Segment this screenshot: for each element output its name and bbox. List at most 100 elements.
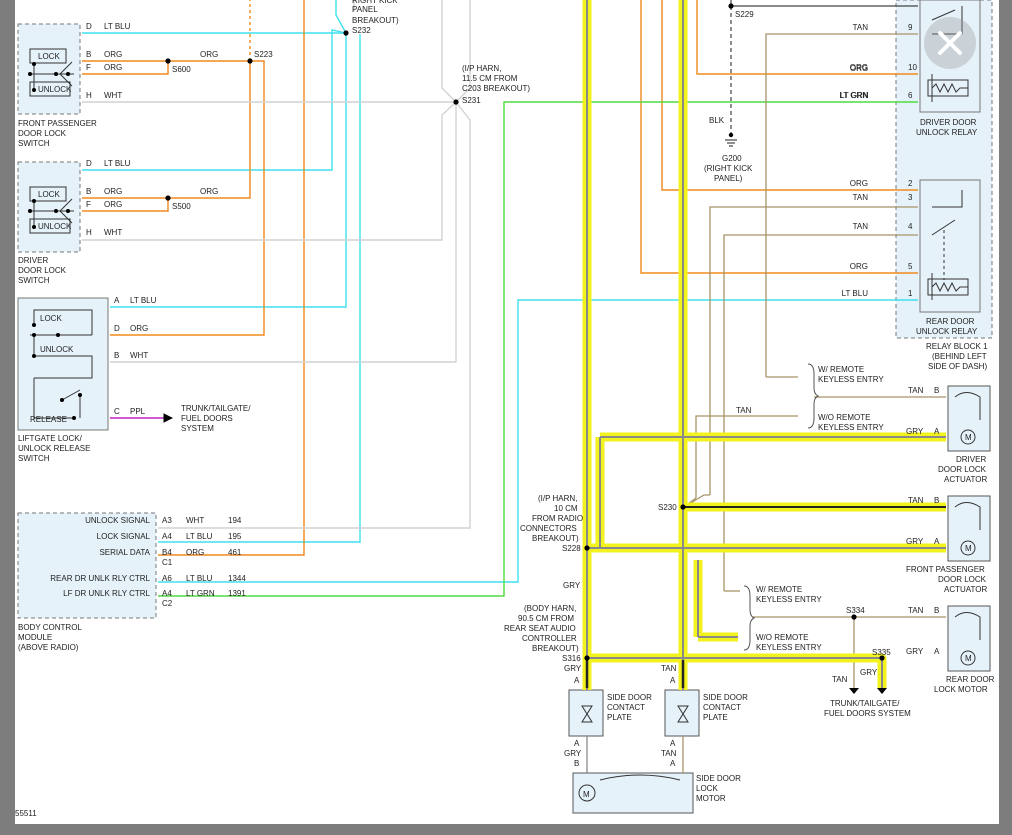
component-name: UNLOCK RELEASE [18, 444, 90, 453]
wire-color-label: TAN [908, 606, 924, 615]
wire-color-label: ORG [104, 50, 122, 59]
harness-note: RIGHT KICK [352, 0, 398, 5]
pin-label: A [670, 676, 676, 685]
pin-label: B [934, 606, 939, 615]
motor-label: M [583, 790, 590, 799]
pin-label: H [86, 91, 92, 100]
relay-pin-label: 5 [908, 262, 913, 271]
wire-color-label: TAN [736, 406, 752, 415]
bcm-pin-label: B4 [162, 548, 172, 557]
actuator-internals [578, 392, 981, 802]
splice-label: S230 [658, 503, 677, 512]
option-label: W/O REMOTE [756, 633, 808, 642]
wire-color-label: TAN [853, 193, 869, 202]
harness-note: 10 CM [554, 504, 578, 513]
pin-label: A [574, 676, 580, 685]
destination-label: FUEL DOORS SYSTEM [824, 709, 911, 718]
relay-pin-label: 2 [908, 179, 913, 188]
wire-color-label: GRY [563, 581, 581, 590]
wire-color-label: ORG [850, 64, 868, 73]
component-name: MOTOR [696, 794, 726, 803]
wire-color-label: WHT [186, 516, 204, 525]
wire-color-label: LT GRN [186, 589, 215, 598]
wires-blk [725, 0, 918, 147]
component-name: UNLOCK RELAY [916, 327, 978, 336]
splice-label: S223 [254, 50, 273, 59]
pin-label: B [934, 496, 939, 505]
relay-pin-label: 4 [908, 222, 913, 231]
switch-unlock-label: UNLOCK [38, 85, 72, 94]
rear-relay-box [919, 179, 981, 313]
splice-label: S231 [462, 96, 481, 105]
component-name: ACTUATOR [944, 585, 987, 594]
component-name: DOOR LOCK [18, 129, 67, 138]
wire-color-label: ORG [200, 50, 218, 59]
option-label: KEYLESS ENTRY [818, 423, 884, 432]
harness-note: CONNECTORS [520, 524, 577, 533]
component-boxes [17, 0, 993, 619]
pin-label: B [86, 187, 91, 196]
pin-label: A [670, 759, 676, 768]
switch-lock-label: LOCK [38, 190, 60, 199]
component-name: (ABOVE RADIO) [18, 643, 79, 652]
wire-color-label: TAN [908, 386, 924, 395]
bcm-signal-label: SERIAL DATA [99, 548, 150, 557]
destination-label: TRUNK/TAILGATE/ [830, 699, 900, 708]
splice-label: S335 [872, 648, 891, 657]
switch-lock-label: LOCK [40, 314, 62, 323]
switch-release-label: RELEASE [30, 415, 67, 424]
wire-color-label: WHT [130, 351, 148, 360]
component-name: CONTACT [607, 703, 645, 712]
wire-color-label: LT BLU [186, 574, 213, 583]
wires-org [82, 0, 918, 556]
wire-color-label: GRY [906, 427, 924, 436]
component-name: LIFTGATE LOCK/ [18, 434, 83, 443]
pin-label: D [86, 22, 92, 31]
splice-label: S228 [562, 544, 581, 553]
pin-label: F [86, 63, 91, 72]
switch-contact-dots [28, 62, 82, 420]
component-name: REAR DOOR [946, 675, 995, 684]
component-name: DOOR LOCK [18, 266, 67, 275]
harness-note: CONTROLLER [522, 634, 577, 643]
wire-color-label: ORG [104, 187, 122, 196]
ground-label: G200 [722, 154, 742, 163]
bcm-pin-label: A6 [162, 574, 172, 583]
switch-unlock-label: UNLOCK [38, 222, 72, 231]
splice-label: S500 [172, 202, 191, 211]
splice-label: S229 [735, 10, 754, 19]
component-name: RELAY BLOCK 1 [926, 342, 988, 351]
wire-color-label: TAN [832, 675, 848, 684]
motor-label: M [965, 544, 972, 553]
wire-color-label: GRY [860, 668, 878, 677]
circuit-number: 194 [228, 516, 242, 525]
wire-color-label: LT GRN [840, 91, 869, 100]
close-button[interactable] [924, 17, 976, 69]
pin-label: A [934, 427, 940, 436]
wire-color-label: LT GRN [839, 91, 868, 100]
harness-note: (I/P HARN, [462, 64, 501, 73]
harness-note: BREAKOUT) [532, 644, 579, 653]
component-name: SIDE DOOR [607, 693, 652, 702]
relay-block-box [895, 0, 993, 339]
relay-pin-label: 10 [908, 63, 917, 72]
keyless-brackets [743, 363, 820, 651]
bcm-pin-label: A4 [162, 532, 172, 541]
component-name: SIDE DOOR [703, 693, 748, 702]
bcm-box [17, 512, 157, 619]
bcm-pin-label: A3 [162, 516, 172, 525]
pin-label: C [114, 407, 120, 416]
option-label: KEYLESS ENTRY [818, 375, 884, 384]
bcm-signal-label: LOCK SIGNAL [97, 532, 151, 541]
pin-label: D [86, 159, 92, 168]
wire-color-label: LT BLU [186, 532, 213, 541]
destination-label: TRUNK/TAILGATE/ [181, 404, 251, 413]
driver-switch-box [17, 161, 81, 253]
pin-label: B [86, 50, 91, 59]
pin-label: A [114, 296, 120, 305]
circuit-number: 195 [228, 532, 242, 541]
bcm-signal-label: LF DR UNLK RLY CTRL [63, 589, 150, 598]
